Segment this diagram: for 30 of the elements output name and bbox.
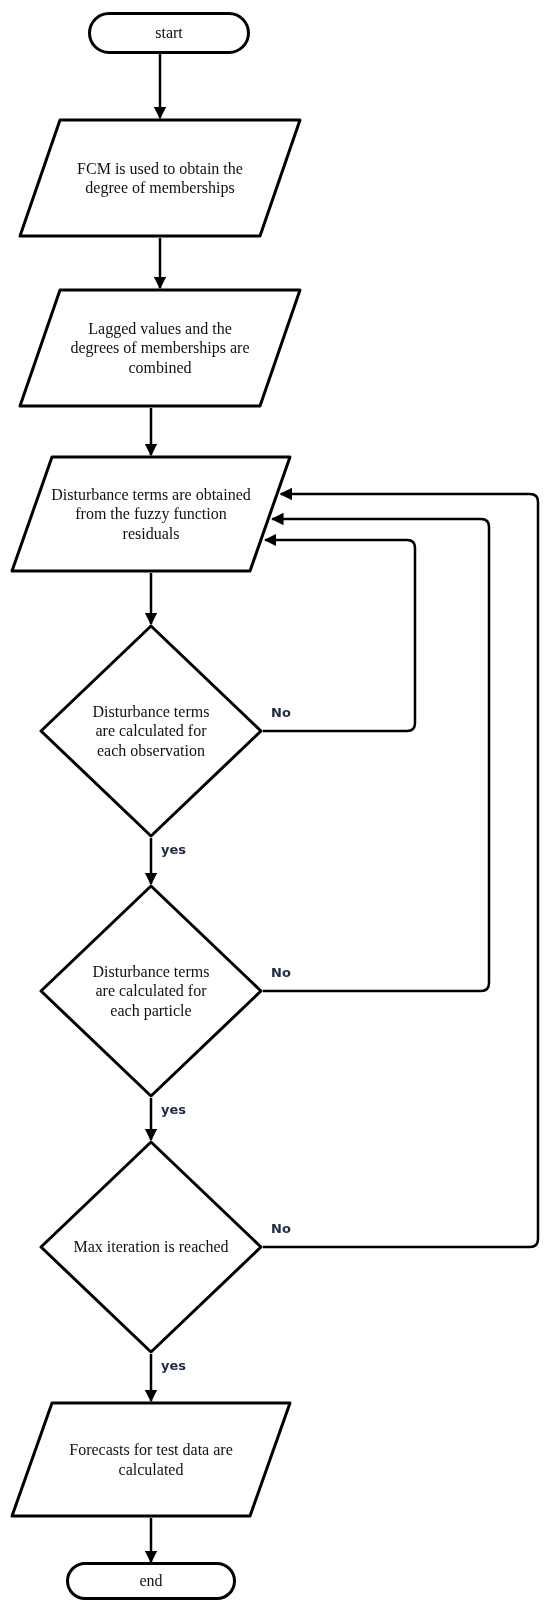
edge-label: No <box>269 1221 293 1236</box>
arrow <box>263 533 417 733</box>
decision-diamond <box>39 884 263 1098</box>
arrow <box>144 573 158 626</box>
io-parallelogram <box>18 288 302 408</box>
arrow <box>144 838 158 886</box>
arrow <box>263 487 540 1249</box>
io-parallelogram <box>10 1401 292 1518</box>
arrow <box>153 54 167 120</box>
node-text: Forecasts for test data are calculated <box>68 1440 234 1479</box>
node-text: Lagged values and the degrees of memberships are combined <box>70 319 250 377</box>
decision-diamond <box>39 624 263 838</box>
arrow <box>144 408 158 457</box>
decision-diamond <box>39 1140 263 1354</box>
node-text: end <box>138 1571 164 1591</box>
arrow <box>144 1354 158 1403</box>
io-parallelogram <box>18 118 302 238</box>
node-text: start <box>154 23 184 43</box>
node-text: Disturbance terms are calculated for each observation <box>91 702 211 760</box>
edge-label: No <box>269 965 293 980</box>
arrow <box>144 1518 158 1564</box>
edge-label: No <box>269 705 293 720</box>
arrow <box>153 238 167 290</box>
io-parallelogram <box>10 455 292 573</box>
arrow <box>263 512 491 993</box>
arrow <box>144 1098 158 1142</box>
node-text: Max iteration is reached <box>72 1237 230 1257</box>
node-text: FCM is used to obtain the degree of memberships <box>76 158 244 198</box>
node-text: Disturbance terms are obtained from the fuzzy function residuals <box>51 485 251 543</box>
node-text: Disturbance terms are calculated for each particle <box>91 962 211 1020</box>
